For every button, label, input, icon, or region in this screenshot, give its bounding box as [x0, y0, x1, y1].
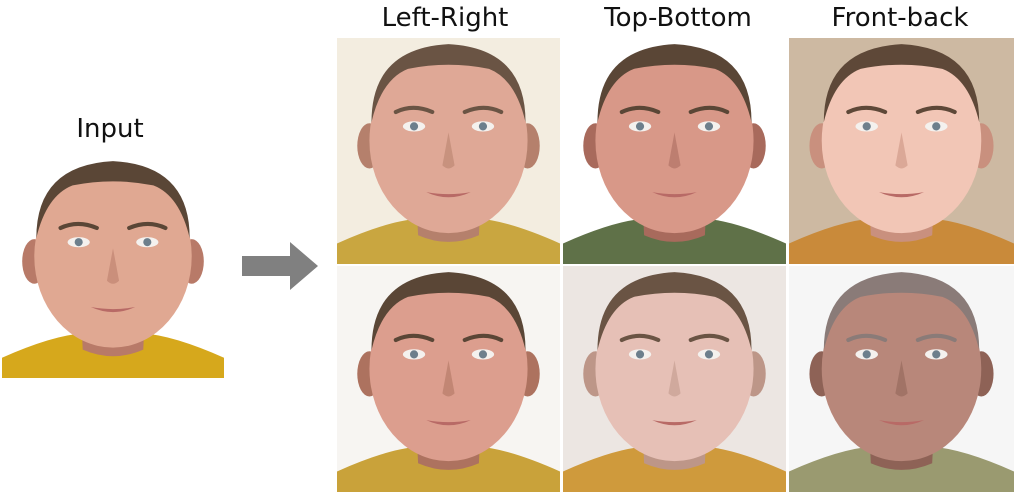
left-eyebrow — [58, 221, 99, 231]
right-eyebrow — [915, 333, 957, 343]
hair — [371, 272, 526, 351]
hair — [823, 272, 980, 351]
right-iris — [932, 122, 941, 131]
left-iris — [635, 350, 645, 359]
mouth — [426, 192, 471, 198]
left-iris — [862, 122, 871, 131]
right-iris — [704, 122, 714, 131]
nose — [442, 360, 455, 397]
left-eyebrow — [846, 333, 888, 343]
mouth — [652, 192, 697, 198]
left-eyebrow — [393, 333, 435, 343]
right-iris — [704, 350, 714, 359]
column-label-front-back: Front-back — [831, 3, 969, 33]
mouth — [426, 420, 471, 426]
right-arrow-icon — [242, 242, 318, 290]
nose — [106, 248, 120, 284]
nose — [895, 360, 908, 397]
output-top-bottom-row2 — [563, 266, 786, 492]
arrow-shape — [242, 242, 318, 290]
left-iris — [862, 350, 871, 359]
mouth — [652, 420, 697, 426]
nose — [442, 132, 455, 169]
right-iris — [478, 122, 488, 131]
left-eyebrow — [846, 105, 888, 115]
input-label: Input — [76, 114, 144, 144]
output-left-right-row1 — [337, 38, 560, 264]
right-eyebrow — [127, 221, 168, 231]
right-eyebrow — [688, 333, 730, 343]
left-eyebrow — [619, 333, 661, 343]
nose — [668, 360, 681, 397]
left-iris — [409, 350, 419, 359]
nose — [668, 132, 681, 169]
right-iris — [478, 350, 488, 359]
output-left-right-row2 — [337, 266, 560, 492]
mouth — [90, 307, 136, 313]
left-eyebrow — [393, 105, 435, 115]
left-eyebrow — [619, 105, 661, 115]
hair — [597, 272, 752, 351]
hair — [36, 161, 190, 239]
hair — [371, 44, 526, 123]
column-label-left-right: Left-Right — [381, 3, 509, 33]
right-eyebrow — [688, 105, 730, 115]
left-iris — [74, 238, 83, 247]
left-iris — [635, 122, 645, 131]
output-front-back-row2 — [789, 266, 1014, 492]
output-top-bottom-row1 — [563, 38, 786, 264]
right-iris — [143, 238, 152, 247]
right-iris — [932, 350, 941, 359]
right-eyebrow — [462, 105, 504, 115]
mouth — [879, 192, 924, 198]
mouth — [879, 420, 924, 426]
left-iris — [409, 122, 419, 131]
right-eyebrow — [462, 333, 504, 343]
hair — [823, 44, 980, 123]
right-eyebrow — [915, 105, 957, 115]
input-face-image — [2, 155, 224, 378]
hair — [597, 44, 752, 123]
nose — [895, 132, 908, 169]
column-label-top-bottom: Top-Bottom — [604, 3, 752, 33]
output-front-back-row1 — [789, 38, 1014, 264]
